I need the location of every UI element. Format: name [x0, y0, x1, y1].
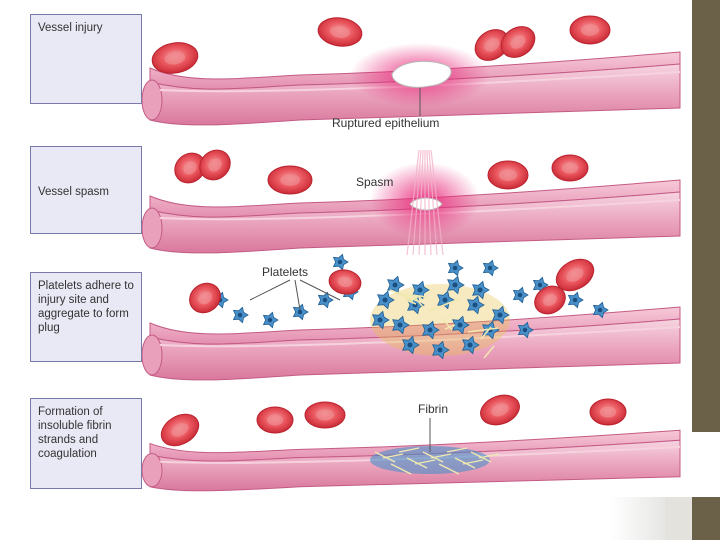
callout-fibrin: Fibrin — [418, 402, 448, 416]
vessel-end-cap — [142, 335, 162, 375]
red-blood-cell-center — [562, 163, 578, 174]
callout-platelets: Platelets — [262, 265, 308, 279]
platelet-nucleus — [427, 327, 432, 332]
vessel-end-cap — [142, 208, 162, 248]
red-blood-cell — [552, 155, 588, 181]
platelet-nucleus — [437, 347, 442, 352]
red-blood-cell-center — [499, 169, 517, 181]
platelet-nucleus — [598, 308, 602, 312]
platelet-nucleus — [523, 328, 527, 332]
platelet-nucleus — [497, 312, 502, 317]
callout-spasm: Spasm — [356, 175, 393, 189]
platelet-nucleus — [417, 287, 422, 292]
platelet-nucleus — [407, 342, 412, 347]
slide-footer-box — [665, 497, 692, 540]
step-label-box: Vessel spasm — [30, 146, 142, 234]
platelet-nucleus — [488, 266, 492, 270]
red-blood-cell — [257, 407, 293, 433]
vessel-end-cap — [142, 80, 162, 120]
platelet-nucleus — [467, 342, 472, 347]
red-blood-cell — [590, 399, 626, 425]
red-blood-cell — [305, 402, 345, 428]
slide-footer — [0, 497, 665, 540]
platelet-nucleus — [452, 282, 457, 287]
slide-footer-gradient — [610, 497, 665, 540]
step-label: Vessel injury — [38, 21, 137, 35]
platelet-nucleus — [238, 313, 242, 317]
platelet-nucleus — [382, 297, 387, 302]
red-blood-cell — [268, 166, 312, 194]
red-blood-cell-center — [600, 407, 616, 418]
step-label: Formation of insoluble fibrin strands an… — [38, 405, 137, 461]
step-label-box: Platelets adhere to injury site and aggr… — [30, 272, 142, 362]
callout-ruptured-epithelium: Ruptured epithelium — [332, 116, 439, 130]
platelet-nucleus — [323, 298, 327, 302]
red-blood-cell-center — [267, 415, 283, 426]
platelet-nucleus — [477, 287, 482, 292]
sidebar-notch — [692, 432, 720, 497]
red-blood-cell — [570, 16, 610, 44]
red-blood-cell-center — [316, 410, 334, 421]
step-label: Platelets adhere to injury site and aggr… — [38, 279, 137, 335]
platelet-nucleus — [298, 310, 302, 314]
platelet-nucleus — [397, 322, 402, 327]
platelet-nucleus — [573, 298, 577, 302]
platelet-nucleus — [457, 322, 462, 327]
platelet-nucleus — [453, 266, 457, 270]
platelet-nucleus — [442, 297, 447, 302]
platelet-nucleus — [268, 318, 272, 322]
platelet-nucleus — [377, 317, 382, 322]
step-label: Vessel spasm — [38, 185, 137, 199]
platelet-nucleus — [538, 283, 542, 287]
platelet-nucleus — [518, 293, 522, 297]
platelet-nucleus — [392, 282, 397, 287]
step-label-box: Vessel injury — [30, 14, 142, 104]
platelet-nucleus — [338, 260, 342, 264]
step-label-box: Formation of insoluble fibrin strands an… — [30, 398, 142, 489]
red-blood-cell-center — [280, 174, 300, 186]
platelet-nucleus — [472, 302, 477, 307]
red-blood-cell-center — [581, 24, 599, 36]
red-blood-cell — [488, 161, 528, 189]
vessel-end-cap — [142, 454, 162, 487]
